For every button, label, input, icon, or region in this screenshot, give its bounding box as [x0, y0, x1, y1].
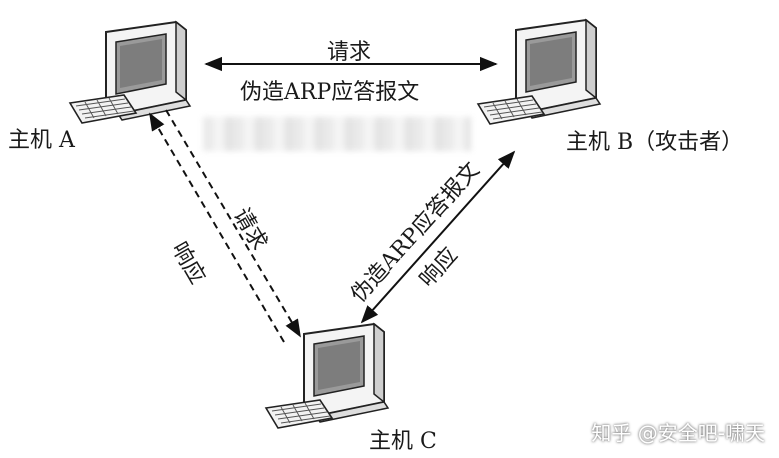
bc-double-arrow [360, 150, 516, 324]
ab-forged-label: 伪造ARP应答报文 [240, 80, 420, 105]
host-b-label: 主机 B（攻击者） [566, 130, 744, 155]
obscured-region [203, 117, 471, 151]
ca-response-arrow [149, 112, 285, 343]
host-c-label: 主机 C [369, 429, 437, 454]
host-a-label: 主机 A [8, 128, 75, 153]
ac-request-arrow [165, 109, 301, 338]
host-c-keyboard-icon [265, 399, 333, 429]
host-b-keyboard-icon [477, 95, 545, 125]
watermark: 知乎 @安全吧-啸天 [591, 421, 765, 445]
ab-request-label: 请求 [327, 40, 372, 65]
